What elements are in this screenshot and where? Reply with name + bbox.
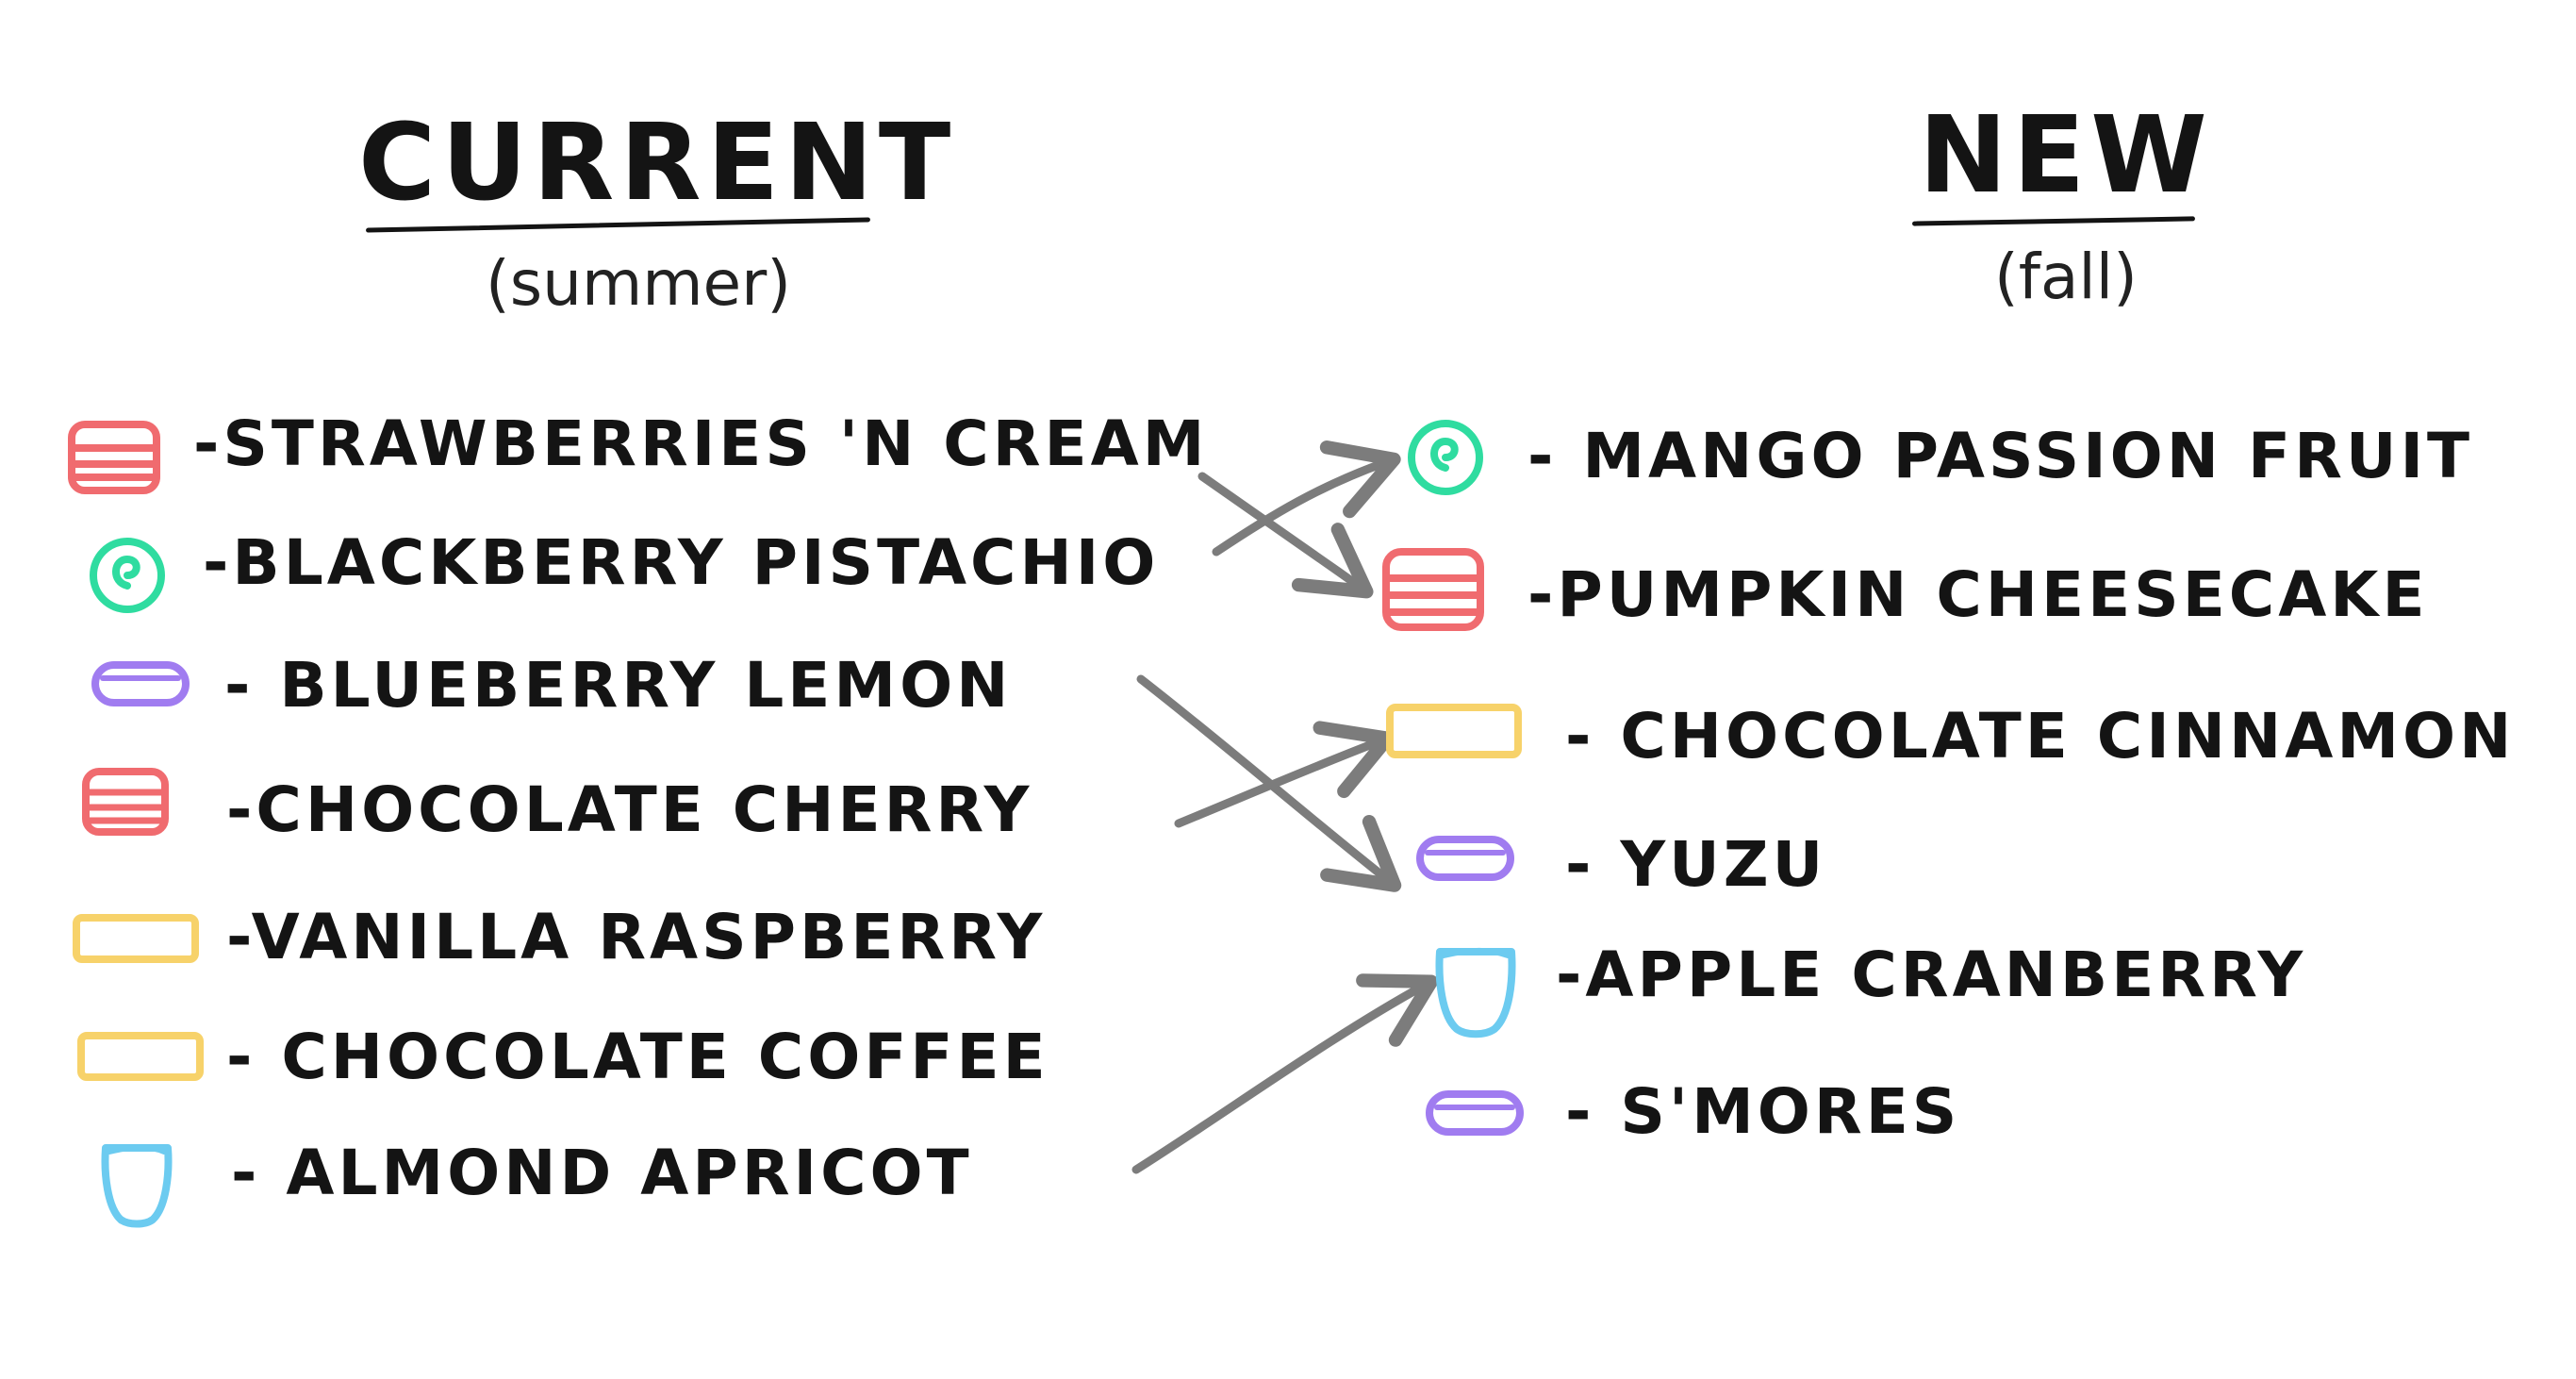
list-item-new-1: - MANGO PASSION FRUIT <box>1527 420 2474 492</box>
new-subtitle: (fall) <box>1994 241 2138 313</box>
list-item-current-4: -CHOCOLATE CHERRY <box>226 773 1033 846</box>
rectangle-bar-icon <box>77 1032 204 1081</box>
arrow-cherry-to-cinnamon <box>1174 721 1395 828</box>
flat-disc-icon <box>91 661 190 706</box>
flat-disc-icon <box>1416 836 1514 881</box>
stacked-cake-icon <box>82 768 169 836</box>
list-item-current-7: - ALMOND APRICOT <box>231 1137 973 1209</box>
list-item-current-2: -BLACKBERRY PISTACHIO <box>203 526 1160 599</box>
list-item-new-5: -APPLE CRANBERRY <box>1556 939 2307 1011</box>
rectangle-bar-icon <box>1386 704 1522 758</box>
cup-icon <box>101 1144 173 1228</box>
list-item-current-3: - BLUEBERRY LEMON <box>224 649 1013 722</box>
arrow-blackberry-to-mango <box>1212 440 1401 557</box>
list-item-new-2: -PUMPKIN CHEESECAKE <box>1527 558 2429 631</box>
arrow-apricot-to-apple <box>1131 973 1439 1174</box>
arrow-blueberry-to-yuzu <box>1136 674 1402 892</box>
rectangle-bar-icon <box>73 914 199 963</box>
new-heading: NEW <box>1919 94 2213 217</box>
stacked-cake-icon <box>68 421 160 494</box>
list-item-current-6: - CHOCOLATE COFFEE <box>226 1021 1049 1093</box>
list-item-current-5: -VANILLA RASPBERRY <box>226 901 1047 973</box>
current-subtitle: (summer) <box>486 247 792 320</box>
spiral-icon <box>90 538 165 613</box>
stacked-cake-icon <box>1382 548 1484 631</box>
spiral-icon <box>1408 420 1483 495</box>
list-item-new-4: - YUZU <box>1565 828 1827 901</box>
list-item-current-1: -STRAWBERRIES 'N CREAM <box>193 407 1209 480</box>
list-item-new-3: - CHOCOLATE CINNAMON <box>1565 700 2516 773</box>
cup-icon <box>1435 947 1516 1038</box>
list-item-new-6: - S'MORES <box>1565 1075 1961 1148</box>
flat-disc-icon <box>1426 1090 1524 1136</box>
current-heading: CURRENT <box>358 102 957 224</box>
arrow-strawberries-to-pumpkin <box>1197 472 1374 599</box>
